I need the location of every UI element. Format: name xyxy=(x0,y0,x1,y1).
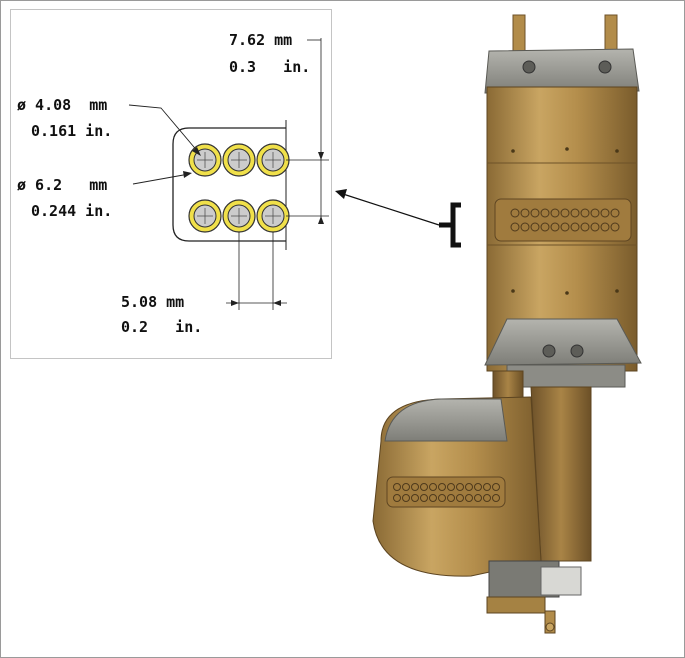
contact xyxy=(222,199,256,233)
row-pitch-mm-label: 7.62 mm xyxy=(229,31,292,49)
dimension-drawing-svg: 7.62 mm 0.3 in. ø 4.08 mm 0.161 in. ø 6.… xyxy=(17,31,329,336)
neck-left xyxy=(492,370,524,418)
outer-diameter-leader xyxy=(132,171,192,185)
screw-icon xyxy=(542,344,556,358)
inner-diameter-mm-label: ø 4.08 mm xyxy=(17,96,107,114)
bottom-pin-head xyxy=(545,622,555,632)
row-pitch-in-label: 0.3 in. xyxy=(229,58,310,76)
contact-holes xyxy=(510,208,620,232)
bottom-fitting-plate xyxy=(540,566,582,596)
bracket-marker xyxy=(450,202,461,248)
lower-head-cap xyxy=(384,398,508,442)
top-clamp xyxy=(484,48,640,94)
contact xyxy=(222,143,256,177)
contact xyxy=(256,199,290,233)
column-pitch-dimension xyxy=(226,232,287,310)
top-tab xyxy=(604,14,618,54)
top-tab xyxy=(512,14,526,54)
contact xyxy=(188,199,222,233)
lower-contact-array xyxy=(386,476,506,508)
column-pitch-in-label: 0.2 in. xyxy=(121,318,202,336)
bottom-pin xyxy=(544,610,556,634)
callout-arrowhead xyxy=(335,189,347,199)
bottom-fitting-base xyxy=(486,596,546,614)
row-pitch-dimension xyxy=(286,38,329,224)
outer-diameter-mm-label: ø 6.2 mm xyxy=(17,176,107,194)
inner-diameter-in-label: 0.161 in. xyxy=(31,122,112,140)
contact xyxy=(256,143,290,177)
screw-icon xyxy=(598,60,612,74)
bottom-fitting xyxy=(488,560,560,598)
lower-head xyxy=(372,396,542,577)
lower-contact-holes xyxy=(393,483,500,502)
dimension-drawing: 7.62 mm 0.3 in. ø 4.08 mm 0.161 in. ø 6.… xyxy=(10,9,332,359)
flex-cable xyxy=(530,386,592,562)
bottom-clamp-base xyxy=(506,364,626,388)
outer-diameter-in-label: 0.244 in. xyxy=(31,202,112,220)
bottom-clamp xyxy=(484,318,642,366)
screw-icon xyxy=(570,344,584,358)
contact-array xyxy=(494,198,632,242)
screw-icon xyxy=(522,60,536,74)
main-body xyxy=(486,86,638,372)
contact-row-bottom xyxy=(188,199,290,233)
contact xyxy=(188,143,222,177)
inner-diameter-leader xyxy=(128,104,201,156)
column-pitch-mm-label: 5.08 mm xyxy=(121,293,184,311)
connector-outline xyxy=(172,127,286,242)
contact-row-top xyxy=(188,143,290,177)
callout-arrow xyxy=(342,193,440,226)
